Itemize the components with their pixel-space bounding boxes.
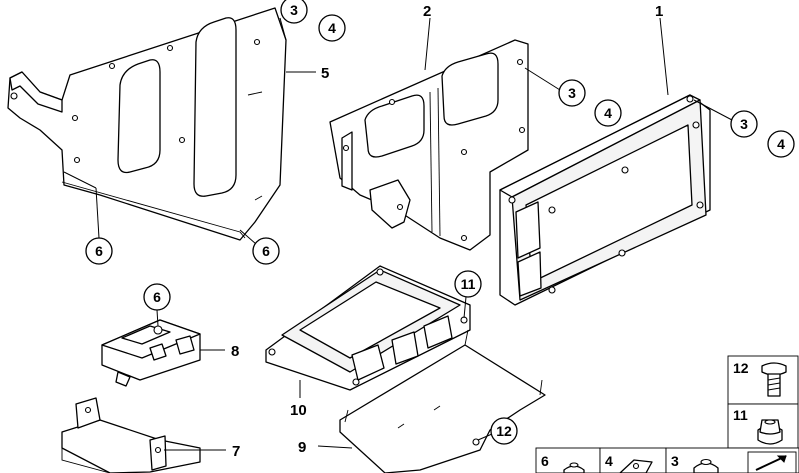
hex-nut-icon xyxy=(693,458,719,473)
control-unit-box xyxy=(499,94,711,306)
legend-cell-12 xyxy=(727,355,799,405)
part-label-10: 10 xyxy=(290,402,307,419)
clip-nut-icon xyxy=(619,459,653,473)
callout-12-plate xyxy=(490,417,518,445)
callout-4-top-left xyxy=(318,14,346,42)
callout-11-module-text: 11 xyxy=(461,276,476,292)
callout-6-bracket-b xyxy=(252,237,280,265)
callout-6-sensor xyxy=(143,283,171,311)
callout-6-bracket-a xyxy=(85,237,113,265)
mounting-bracket-left xyxy=(7,7,287,241)
legend-label-11: 11 xyxy=(733,407,748,423)
airbag-control-module xyxy=(265,265,471,391)
part-label-7: 7 xyxy=(232,443,240,460)
sensor-unit xyxy=(101,319,201,387)
legend-label-4: 4 xyxy=(605,453,613,469)
callout-3-right xyxy=(730,110,758,138)
callout-3-top-left xyxy=(280,0,308,24)
legend-label-12: 12 xyxy=(733,360,749,376)
hardware-legend: 12 11 6 4 3 xyxy=(535,355,799,473)
callout-4-top-left-text: 4 xyxy=(328,20,336,36)
part-label-2: 2 xyxy=(423,3,431,20)
part-label-8: 8 xyxy=(231,343,239,360)
callout-4-right xyxy=(767,130,795,158)
callout-3-top-left-text: 3 xyxy=(290,2,298,18)
callout-6-bracket-b-text: 6 xyxy=(262,243,270,259)
callout-11-module xyxy=(454,270,482,298)
callout-3-right-text: 3 xyxy=(740,116,748,132)
callout-6-sensor-text: 6 xyxy=(153,289,161,305)
part-label-5: 5 xyxy=(321,65,329,82)
part-label-9: 9 xyxy=(298,439,306,456)
callout-12-plate-text: 12 xyxy=(496,423,512,439)
nut-icon xyxy=(757,419,783,445)
callout-3-mid-text: 3 xyxy=(568,85,576,101)
part-label-1: 1 xyxy=(655,3,663,20)
callout-4-mid-text: 4 xyxy=(604,105,612,121)
callout-4-right-text: 4 xyxy=(777,136,785,152)
mounting-plate-middle xyxy=(329,39,529,251)
mounting-plate-bottom xyxy=(339,329,546,473)
legend-label-6: 6 xyxy=(541,453,549,469)
callout-3-mid xyxy=(558,79,586,107)
screw-icon xyxy=(761,362,787,397)
arrow-icon xyxy=(747,451,797,473)
callout-6-bracket-a-text: 6 xyxy=(95,243,103,259)
callout-4-mid xyxy=(594,99,622,127)
legend-label-3: 3 xyxy=(671,453,679,469)
sensor-bracket xyxy=(61,397,201,473)
